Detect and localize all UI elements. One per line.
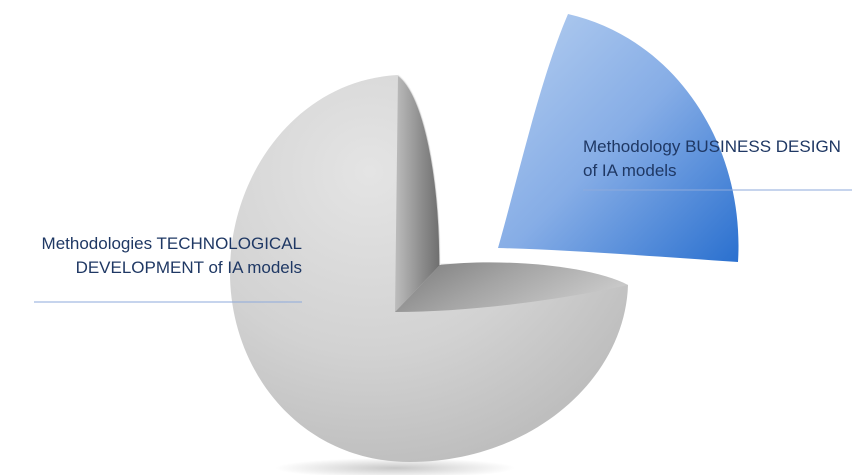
business-design-label: Methodology BUSINESS DESIGN of IA models (583, 135, 841, 183)
business-label-line1: Methodology BUSINESS DESIGN (583, 137, 841, 156)
sphere-inner-floor (395, 262, 628, 312)
business-label-line2: of IA models (583, 161, 677, 180)
technological-label-line1: Methodologies TECHNOLOGICAL (41, 234, 302, 253)
technological-label-line2: DEVELOPMENT of IA models (75, 258, 302, 277)
sphere-rim-highlight (397, 74, 441, 266)
sphere-shadow (275, 458, 515, 475)
business-wedge (498, 14, 739, 262)
sphere-inner-wall (395, 75, 440, 312)
technological-development-label: Methodologies TECHNOLOGICAL DEVELOPMENT … (42, 232, 302, 280)
